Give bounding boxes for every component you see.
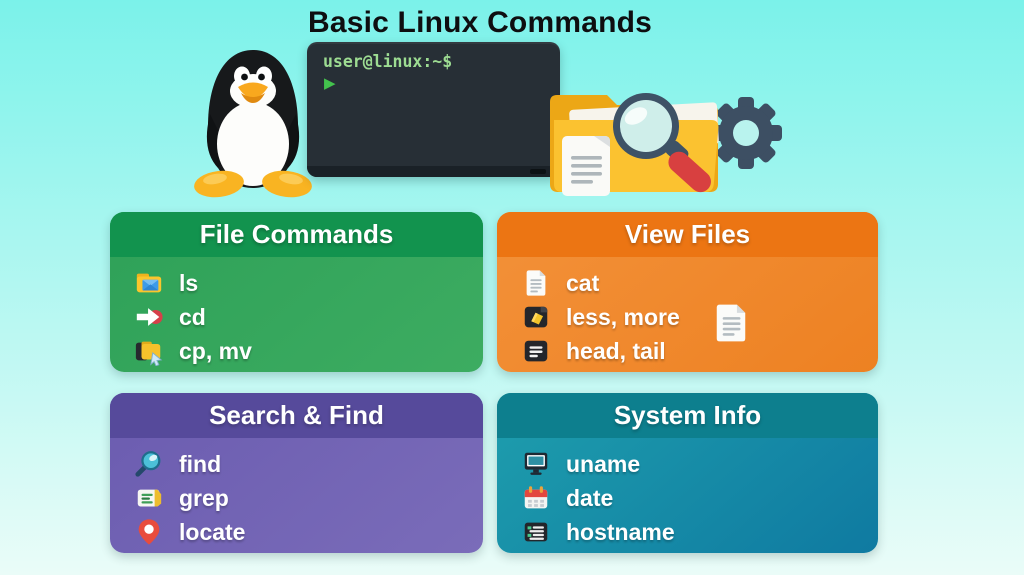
dark-list-icon <box>521 336 551 366</box>
command-row-uname: uname <box>521 447 878 481</box>
page-title: Basic Linux Commands <box>307 6 653 39</box>
card-system-info: System Info uname <box>497 393 878 553</box>
terminal-base-nub <box>530 169 546 174</box>
card-title: System Info <box>497 393 878 438</box>
command-row-find: find <box>134 447 483 481</box>
terminal-window: user@linux:~$ ▶ <box>307 42 560 177</box>
folder-cursor-icon <box>134 336 164 366</box>
command-row-locate: locate <box>134 515 483 549</box>
command-row-less-more: less, more <box>521 300 878 334</box>
terminal-cursor-icon: ▶ <box>324 75 336 92</box>
magnifier-icon <box>134 449 164 479</box>
command-row-ls: ls <box>134 266 483 300</box>
command-label: find <box>179 450 222 477</box>
arrow-right-icon <box>134 302 164 332</box>
command-label: locate <box>179 518 246 545</box>
calendar-icon <box>521 483 551 513</box>
command-label: ls <box>179 269 199 296</box>
terminal-prompt: user@linux:~$ <box>323 52 453 71</box>
document-icon <box>712 301 750 345</box>
card-title: View Files <box>497 212 878 257</box>
card-view-files: View Files cat <box>497 212 878 372</box>
server-list-icon <box>521 517 551 547</box>
command-row-cd: cd <box>134 300 483 334</box>
location-pin-icon <box>134 517 164 547</box>
command-label: date <box>566 484 614 511</box>
card-title-text: Search & Find <box>209 400 384 430</box>
document-icon <box>521 268 551 298</box>
command-label: uname <box>566 450 641 477</box>
command-row-hostname: hostname <box>521 515 878 549</box>
folder-search-gear-illustration <box>550 93 782 196</box>
card-title-text: File Commands <box>199 219 394 249</box>
grep-document-icon <box>134 483 164 513</box>
command-label: cd <box>179 303 206 330</box>
card-file-commands: File Commands ls <box>110 212 483 372</box>
command-label: grep <box>179 484 229 511</box>
command-row-cp-mv: cp, mv <box>134 334 483 368</box>
monitor-icon <box>521 449 551 479</box>
magnifier-icon <box>613 93 711 193</box>
terminal-base <box>307 166 560 177</box>
card-title: File Commands <box>110 212 483 257</box>
card-search-find: Search & Find find <box>110 393 483 553</box>
command-label: hostname <box>566 518 675 545</box>
folder-envelope-icon <box>134 268 164 298</box>
command-row-date: date <box>521 481 878 515</box>
gear-icon <box>710 97 782 169</box>
document-icon <box>562 136 610 196</box>
card-title: Search & Find <box>110 393 483 438</box>
card-title-text: System Info <box>613 400 762 430</box>
command-row-grep: grep <box>134 481 483 515</box>
card-title-text: View Files <box>624 219 751 249</box>
media-doc-icon <box>521 302 551 332</box>
command-label: cat <box>566 269 600 296</box>
tux-penguin-icon <box>194 50 312 198</box>
command-row-cat: cat <box>521 266 878 300</box>
command-row-head-tail: head, tail <box>521 334 878 368</box>
command-label: less, more <box>566 303 680 330</box>
command-label: head, tail <box>566 337 666 364</box>
command-label: cp, mv <box>179 337 252 364</box>
